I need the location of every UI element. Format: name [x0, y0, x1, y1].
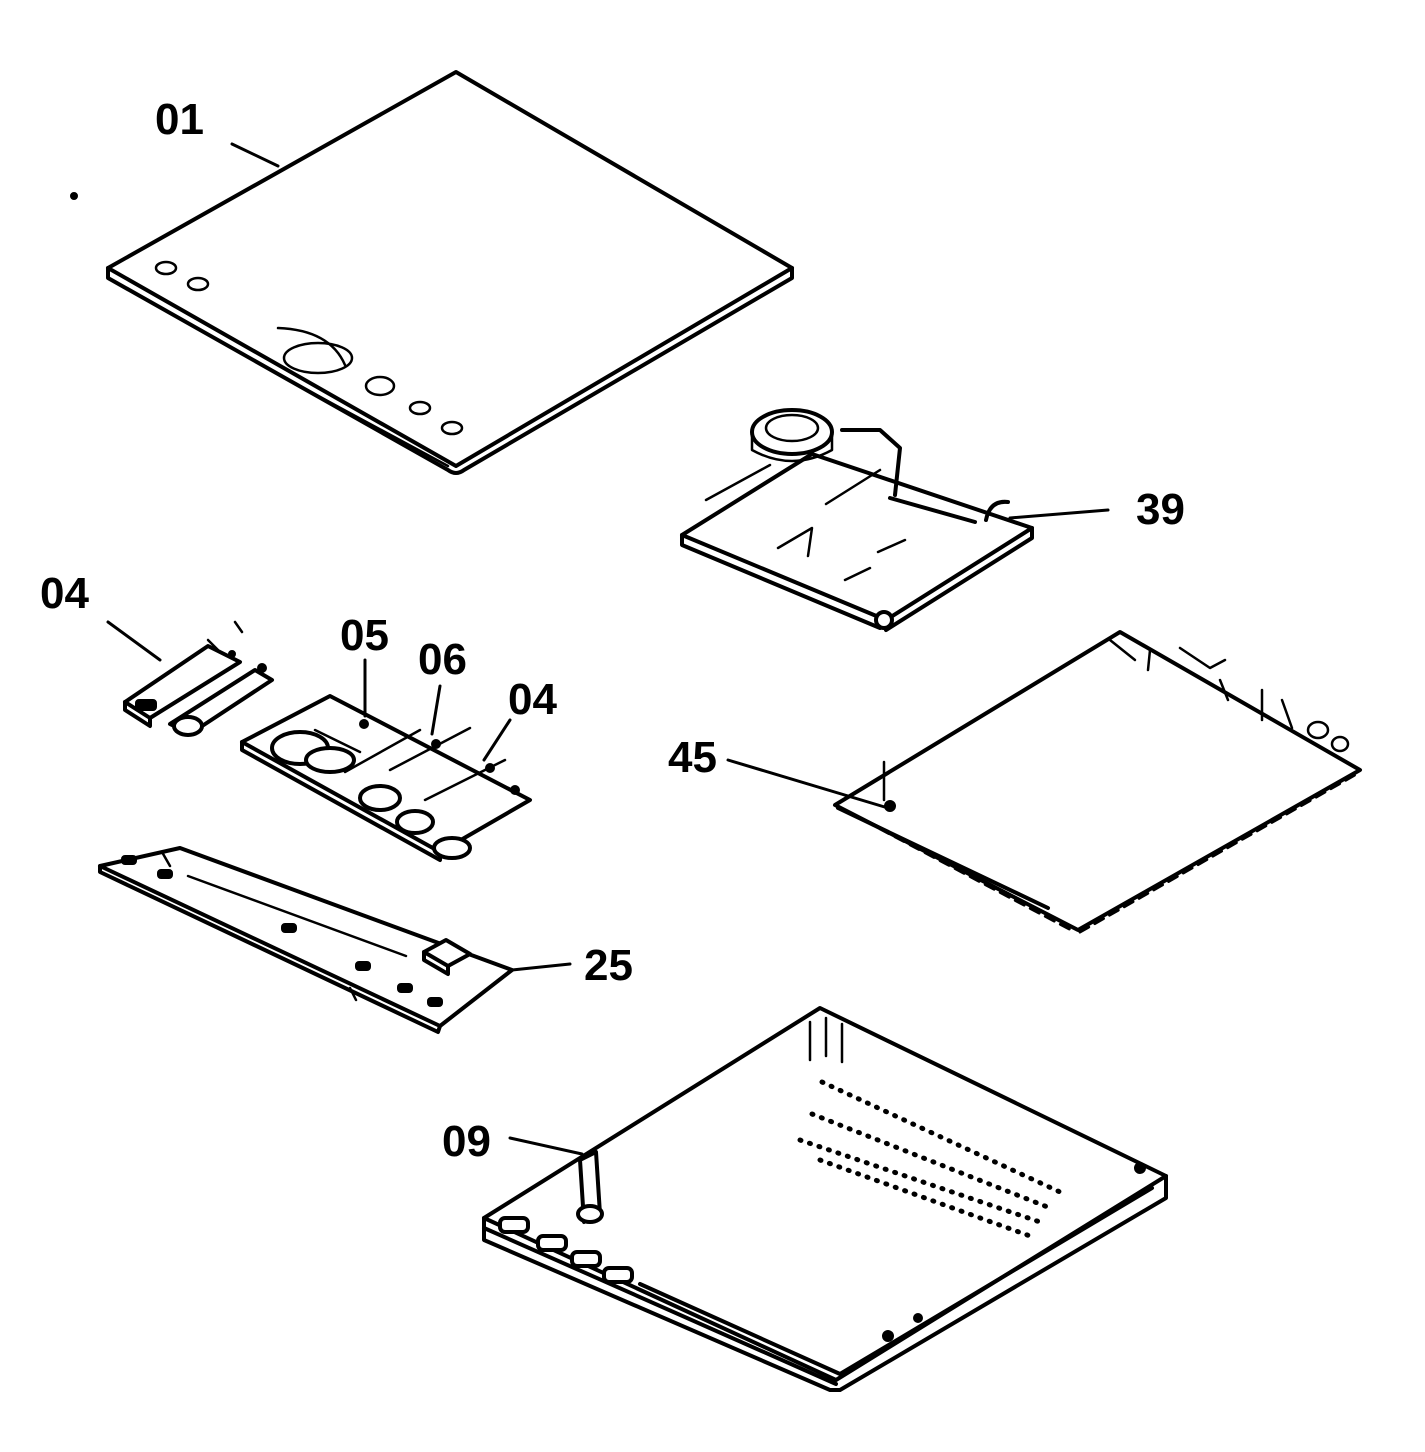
part-25-front-pcb: [98, 846, 514, 1034]
callout-09: 09: [442, 1117, 491, 1166]
callout-04-left: 04: [40, 569, 89, 618]
callout-39: 39: [1136, 485, 1185, 534]
leader-04-right: [482, 718, 512, 762]
leader-45: [726, 758, 890, 810]
callout-25: 25: [584, 941, 633, 990]
leader-06: [430, 684, 442, 736]
part-45-circuit-board: [833, 630, 1362, 934]
part-09-bottom-chassis: [482, 1006, 1168, 1392]
callout-45: 45: [668, 733, 717, 782]
leader-25: [510, 962, 572, 972]
callout-04-right: 04: [508, 675, 557, 724]
part-04-left-bracket: [123, 620, 274, 737]
part-05-06-04-switch-board: [240, 694, 532, 862]
leader-04-left: [106, 620, 162, 662]
part-39-mechanism-plate: [680, 408, 1034, 632]
callout-01: 01: [155, 95, 204, 144]
callout-06: 06: [418, 635, 467, 684]
part-01-top-cover: [70, 70, 794, 475]
leader-39: [1008, 508, 1110, 520]
callout-05: 05: [340, 611, 389, 660]
leader-09: [508, 1136, 584, 1156]
leader-01: [230, 142, 280, 168]
